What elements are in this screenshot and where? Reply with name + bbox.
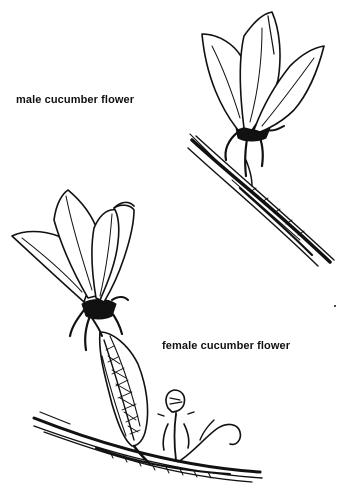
- speck: [334, 305, 336, 307]
- female-flower-label: female cucumber flower: [162, 340, 290, 352]
- male-corolla: [202, 12, 324, 132]
- female-flower: [12, 190, 262, 482]
- male-flower: [188, 12, 334, 266]
- male-vine: [188, 134, 334, 266]
- female-corolla: [12, 190, 134, 302]
- bud-and-tendril: [158, 390, 240, 462]
- female-vine: [34, 412, 262, 482]
- male-flower-label: male cucumber flower: [16, 94, 134, 106]
